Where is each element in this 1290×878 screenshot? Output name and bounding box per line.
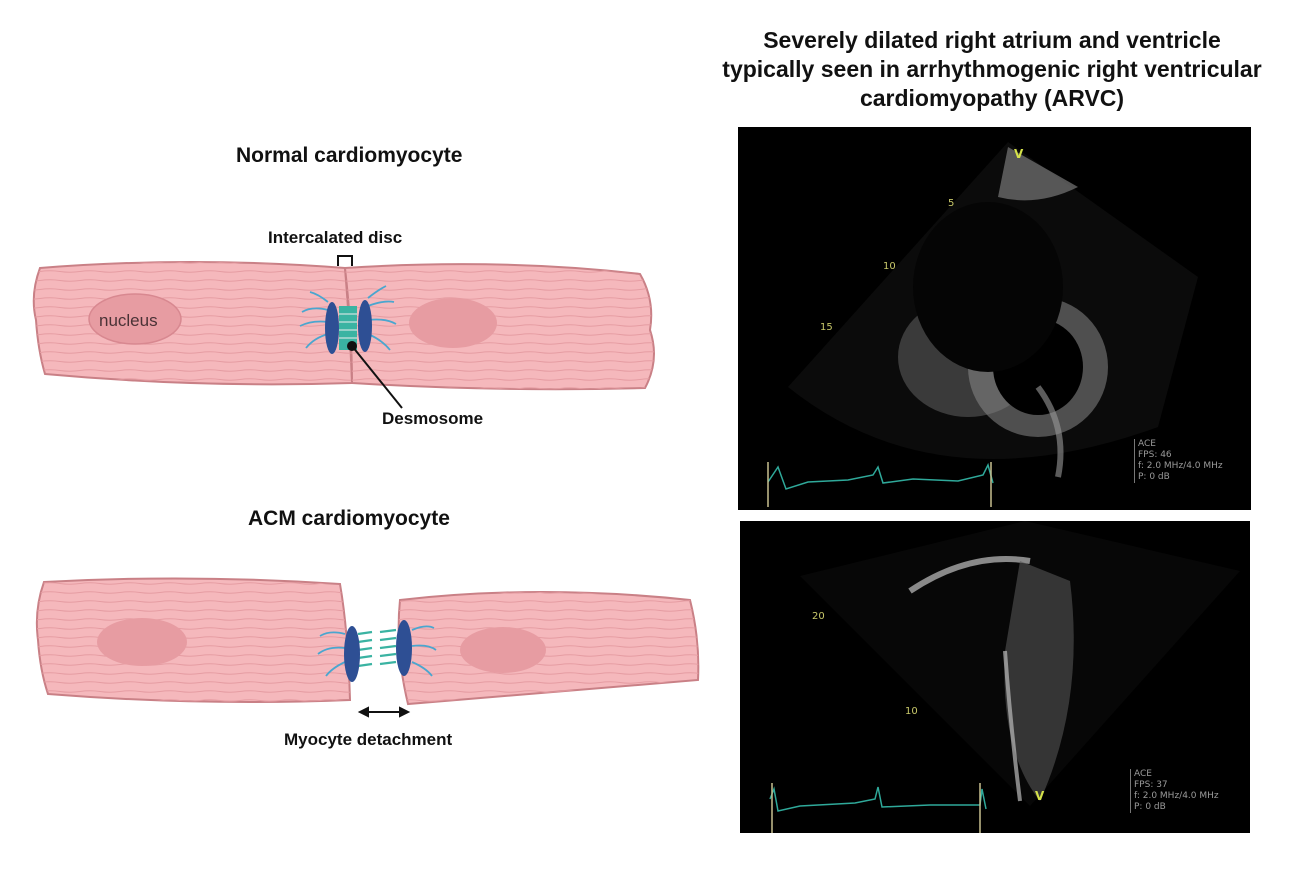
- depth-label: 15: [820, 322, 833, 333]
- normal-cardiomyocyte-diagram: nucleus: [32, 255, 655, 409]
- nucleus-label: nucleus: [99, 311, 158, 330]
- depth-label: 10: [905, 706, 918, 717]
- desmosome-icon: [299, 285, 397, 354]
- orientation-marker: V: [1014, 147, 1024, 161]
- echo-image-top: V 5 10 15 ACE FPS: 46 f: 2.0 MHz/4.0 MHz…: [738, 127, 1251, 510]
- detachment-arrow-icon: [357, 706, 411, 718]
- acm-cardiomyocyte-title: ACM cardiomyocyte: [248, 507, 450, 530]
- disc-bracket: [337, 255, 353, 266]
- separated-desmosome-icon: [317, 620, 437, 682]
- echo-image-bottom: V 20 10 ACE FPS: 37 f: 2.0 MHz/4.0 MHz P…: [740, 521, 1250, 833]
- depth-label: 5: [948, 198, 955, 209]
- myocyte-detachment-label: Myocyte detachment: [284, 730, 453, 749]
- depth-label: 20: [812, 611, 825, 622]
- right-cell: [343, 263, 655, 391]
- normal-cardiomyocyte-title: Normal cardiomyocyte: [236, 144, 463, 167]
- acm-left-cell: [35, 577, 352, 703]
- nucleus-right: [409, 298, 497, 348]
- acm-cardiomyocyte-diagram: [35, 577, 700, 718]
- echo-settings-info: ACE FPS: 37 f: 2.0 MHz/4.0 MHz P: 0 dB: [1130, 769, 1219, 813]
- acm-right-cell: [397, 591, 700, 706]
- orientation-marker: V: [1035, 789, 1045, 803]
- echo-settings-info: ACE FPS: 46 f: 2.0 MHz/4.0 MHz P: 0 dB: [1134, 439, 1223, 483]
- echo-title: Severely dilated right atrium and ventri…: [722, 27, 1262, 111]
- depth-label: 10: [883, 261, 896, 272]
- left-cell: [32, 261, 354, 386]
- desmosome-label: Desmosome: [382, 409, 484, 428]
- intercalated-disc-label: Intercalated disc: [268, 228, 403, 247]
- nucleus: [88, 293, 182, 345]
